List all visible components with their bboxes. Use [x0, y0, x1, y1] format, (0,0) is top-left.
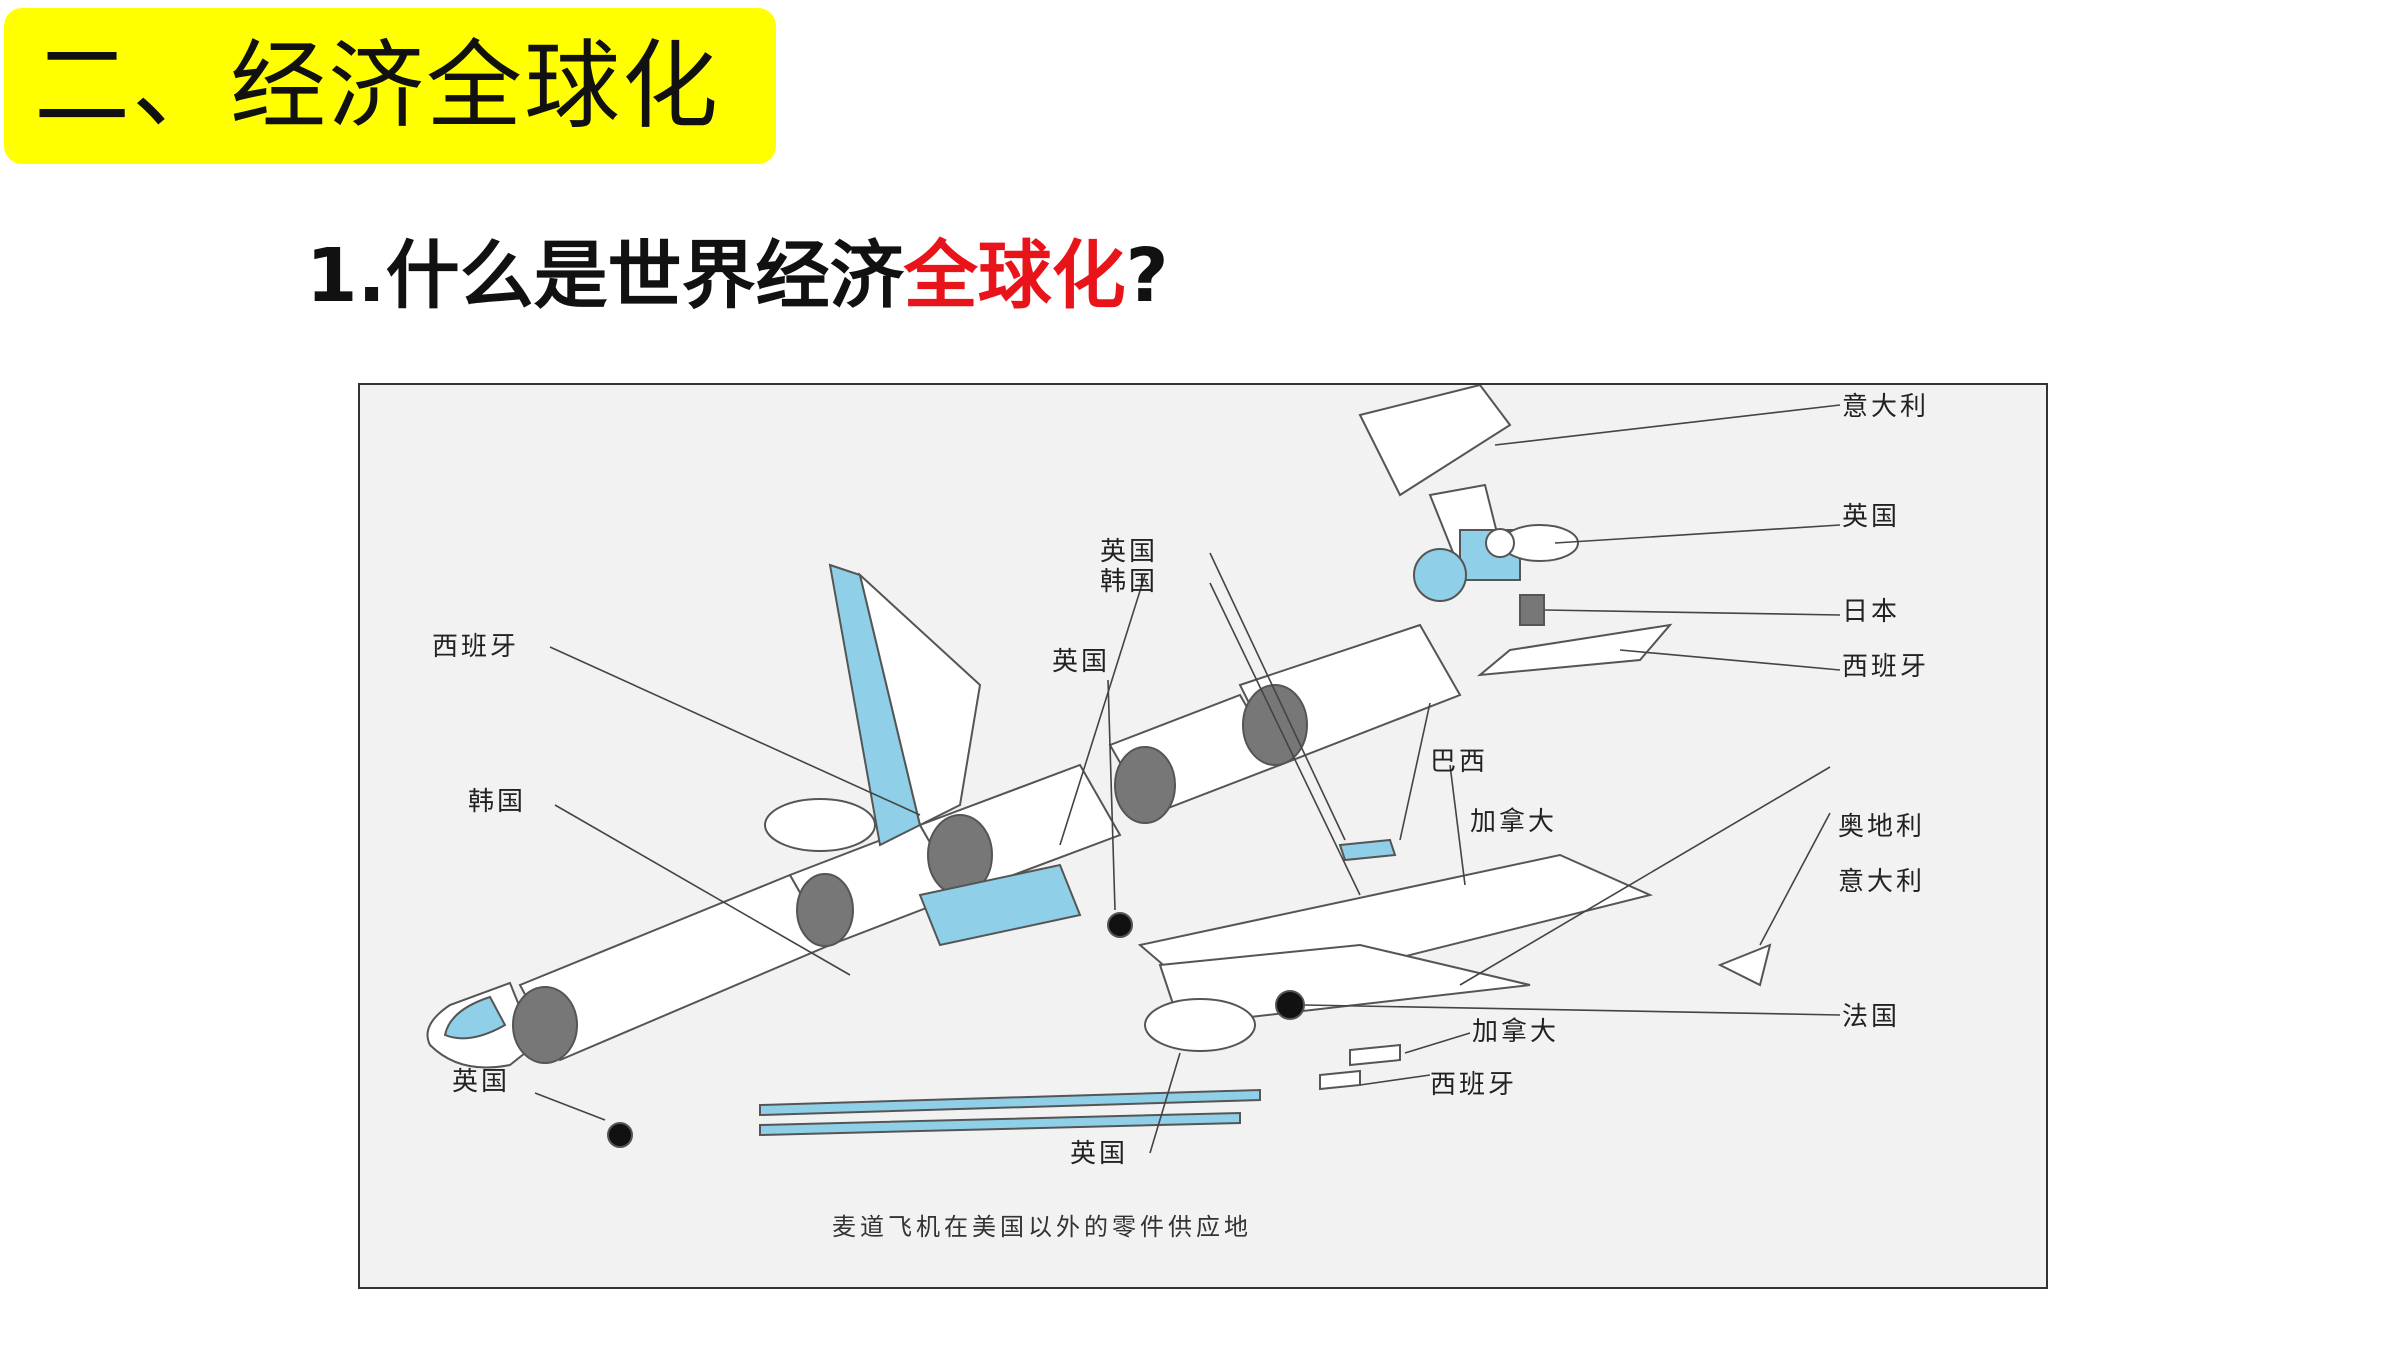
fairing-spain [1319, 1069, 1361, 1091]
label-wingtip-italy: 意大利 [1838, 867, 1925, 897]
wing-engine-uk [1144, 998, 1256, 1052]
diagram-caption: 麦道飞机在美国以外的零件供应地 [832, 1213, 1252, 1241]
engine-top-fan [1485, 528, 1515, 558]
label-nose-korea: 韩国 [468, 787, 526, 817]
question-highlight: 全球化 [903, 233, 1126, 319]
label-engine-top: 英国 [1842, 502, 1900, 532]
question-prefix: 1.什么是世界经济 [306, 233, 904, 319]
question-suffix: ? [1125, 233, 1169, 319]
cockpit-window [443, 995, 507, 1040]
label-wing-austria: 奥地利 [1838, 812, 1925, 842]
label-main-gear-france: 法国 [1842, 1002, 1900, 1032]
question-heading: 1.什么是世界经济全球化? [306, 226, 1169, 326]
flap-strip-2 [759, 1111, 1241, 1137]
leader-lines [534, 404, 1841, 1154]
wing-engine-left [764, 798, 876, 852]
country-labels: 意大利 英国 日本 西班牙 英国 韩国 西班牙 英国 韩国 巴西 加拿大 奥地利… [432, 392, 1929, 1169]
label-flap-canada: 加拿大 [1472, 1017, 1559, 1047]
label-wing-brazil: 巴西 [1430, 747, 1488, 777]
fuselage-front-opening [512, 986, 578, 1064]
tail-fin [1358, 385, 1512, 497]
fuselage-opening-4 [1114, 746, 1176, 824]
label-fairing-spain: 西班牙 [1430, 1070, 1517, 1100]
main-gear-france [1275, 990, 1305, 1020]
horizontal-stabilizer [1476, 623, 1673, 677]
label-gear-uk: 英国 [1052, 647, 1110, 677]
section-title: 二、经济全球化 [34, 30, 720, 142]
wingtip-italy [1717, 943, 1772, 987]
label-tail-fin: 意大利 [1842, 392, 1929, 422]
section-title-box: 二、经济全球化 [4, 8, 776, 164]
label-engine-uk-bottom: 英国 [1070, 1139, 1128, 1169]
flap-strip-1 [759, 1088, 1261, 1117]
fuselage-rear-opening [1242, 684, 1308, 766]
label-wing-canada: 加拿大 [1470, 807, 1557, 837]
wing-panel-brazil [1338, 838, 1397, 862]
label-fuselage-uk: 英国 [1100, 537, 1158, 567]
label-fuselage-korea: 韩国 [1100, 567, 1158, 597]
airplane-drawing [426, 385, 1772, 1148]
fuselage-opening-2 [796, 873, 854, 947]
nose-gear-uk [607, 1122, 633, 1148]
label-tail-plane: 西班牙 [1842, 652, 1929, 682]
tail-part-japan [1519, 594, 1545, 626]
flap-canada [1349, 1043, 1401, 1067]
tail-engine-intake [1413, 548, 1467, 602]
label-nose-gear-uk: 英国 [452, 1067, 510, 1097]
cargo-floor [918, 863, 1082, 947]
label-tail-part-japan: 日本 [1842, 597, 1900, 627]
gear-uk [1107, 912, 1133, 938]
exploded-airplane-illustration: 意大利 英国 日本 西班牙 英国 韩国 西班牙 英国 韩国 巴西 加拿大 奥地利… [426, 385, 1929, 1241]
airplane-parts-diagram: 意大利 英国 日本 西班牙 英国 韩国 西班牙 英国 韩国 巴西 加拿大 奥地利… [358, 383, 2048, 1289]
label-wing-spain: 西班牙 [432, 632, 519, 662]
upper-wing-white [858, 572, 982, 827]
